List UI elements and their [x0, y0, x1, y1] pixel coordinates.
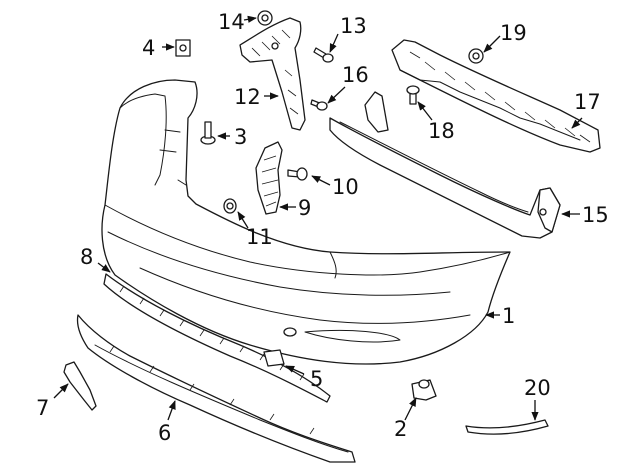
callout-1: 1 [502, 304, 515, 328]
side-guide [255, 141, 283, 215]
leader-lines [53, 15, 583, 421]
callout-9: 9 [298, 196, 311, 220]
callout-15: 15 [582, 203, 609, 227]
upper-reinforcement [391, 39, 601, 153]
callout-6: 6 [158, 421, 171, 445]
nut-11 [223, 198, 237, 214]
bolt-13 [313, 47, 334, 63]
nut-19 [468, 48, 484, 64]
callout-20: 20 [524, 376, 551, 400]
bolt-10 [287, 167, 308, 181]
clip-4 [175, 39, 191, 57]
callout-11: 11 [246, 225, 273, 249]
impact-bar [329, 91, 561, 239]
callout-13: 13 [340, 14, 367, 38]
side-bracket [239, 17, 306, 131]
sensor-holder [411, 379, 437, 401]
nut-14 [257, 10, 273, 26]
callout-5: 5 [310, 367, 323, 391]
fastener-3 [200, 121, 216, 145]
callout-17: 17 [574, 90, 601, 114]
reflector-trim [465, 419, 549, 435]
callout-10: 10 [332, 175, 359, 199]
callout-3: 3 [234, 125, 247, 149]
callout-labels: 1 2 3 4 5 6 7 8 9 10 11 12 13 14 15 16 1… [36, 10, 609, 445]
lower-diffuser [76, 314, 356, 463]
corner-bracket [63, 361, 97, 411]
callout-8: 8 [80, 245, 93, 269]
callout-14: 14 [218, 10, 245, 34]
callout-12: 12 [234, 85, 261, 109]
callout-19: 19 [500, 21, 527, 45]
callout-4: 4 [142, 36, 155, 60]
callout-7: 7 [36, 396, 49, 420]
lower-trim-strip [103, 273, 331, 403]
callout-16: 16 [342, 63, 369, 87]
bolt-16 [310, 99, 328, 111]
callout-2: 2 [394, 417, 407, 441]
tow-hook-cap [263, 349, 285, 367]
callout-18: 18 [428, 119, 455, 143]
bolt-18 [406, 85, 420, 105]
